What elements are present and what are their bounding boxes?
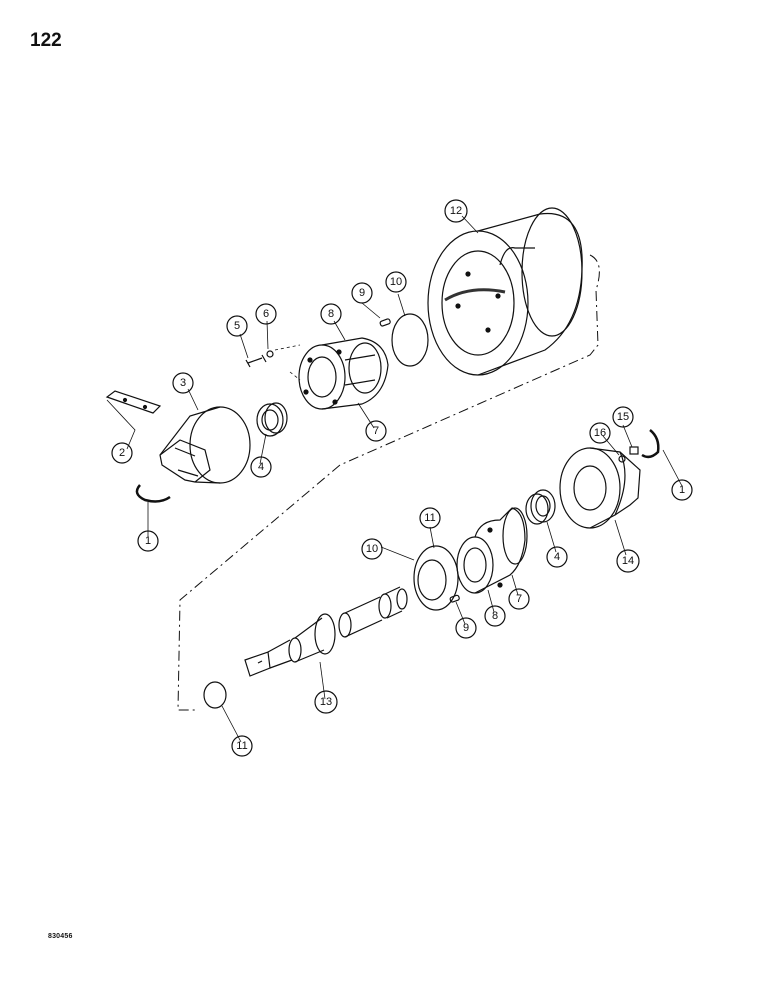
roller-shell [427, 207, 583, 376]
plate [105, 390, 162, 414]
callout-10-lower [361, 538, 383, 560]
callout-label-4-lower: 4 [554, 551, 560, 563]
figure-code: 830456 [48, 933, 73, 940]
callout-6 [255, 303, 277, 325]
washer [266, 350, 274, 358]
end-collar-right [559, 447, 641, 529]
collar-lower [456, 507, 528, 594]
o-ring-upper [391, 313, 429, 367]
callout-2 [111, 442, 133, 464]
callout-label-11-lower: 11 [236, 740, 247, 752]
callout-label-5: 5 [234, 320, 240, 332]
o-ring-bottom [203, 681, 227, 709]
seal-upper [256, 402, 288, 437]
assembly-path-line [177, 254, 600, 711]
callout-label-10-upper: 10 [390, 276, 402, 288]
callout-label-1-left: 1 [145, 535, 151, 547]
callout-label-8-lower: 8 [492, 610, 498, 622]
callout-1-right [671, 479, 693, 501]
bolt [245, 354, 267, 368]
callout-1-left [137, 530, 159, 552]
leader-lines [106, 215, 683, 743]
callout-label-9-lower: 9 [463, 622, 469, 634]
callout-7-upper [365, 420, 387, 442]
callout-12 [444, 199, 468, 223]
pin-upper [379, 318, 391, 327]
callout-label-4-upper: 4 [258, 461, 264, 473]
callout-label-3: 3 [180, 377, 186, 389]
callout-label-8-upper: 8 [328, 308, 334, 320]
seal-lower [525, 489, 556, 525]
plug [629, 446, 639, 455]
pin-lower [449, 594, 460, 603]
callout-10-upper [385, 271, 407, 293]
retaining-ring-left [135, 484, 171, 503]
callout-label-9-upper: 9 [359, 287, 365, 299]
callout-label-10-lower: 10 [366, 543, 378, 555]
callout-label-1-right: 1 [679, 484, 685, 496]
callout-label-12: 12 [450, 205, 462, 217]
callout-3 [172, 372, 194, 394]
collar-upper [298, 337, 389, 410]
callout-9-upper [351, 282, 373, 304]
callout-15 [612, 406, 634, 428]
callout-label-15: 15 [617, 411, 629, 423]
callout-5 [226, 315, 248, 337]
callout-label-13: 13 [320, 696, 332, 708]
page-number: 122 [30, 30, 62, 51]
callout-label-7-upper: 7 [373, 425, 379, 437]
callout-16 [589, 422, 611, 444]
callout-4-lower [546, 546, 568, 568]
callout-7-lower [508, 588, 530, 610]
callout-14 [616, 549, 640, 573]
callout-13 [314, 690, 338, 714]
callout-label-2: 2 [119, 447, 125, 459]
callout-label-11-upper: 11 [424, 512, 435, 524]
callout-label-7-lower: 7 [516, 593, 522, 605]
callout-9-lower [455, 617, 477, 639]
callouts [111, 199, 693, 757]
thrust-washer [413, 545, 459, 611]
retaining-ring-right [641, 429, 660, 459]
callout-label-6: 6 [263, 308, 269, 320]
callout-label-14: 14 [622, 555, 634, 567]
callout-4-upper [250, 456, 272, 478]
callout-11-lower [231, 735, 253, 757]
callout-label-16: 16 [594, 427, 606, 439]
callout-8-lower [484, 605, 506, 627]
shaft [244, 586, 408, 677]
callout-8-upper [320, 303, 342, 325]
end-collar-left [159, 406, 251, 484]
callout-11-upper [419, 507, 441, 529]
